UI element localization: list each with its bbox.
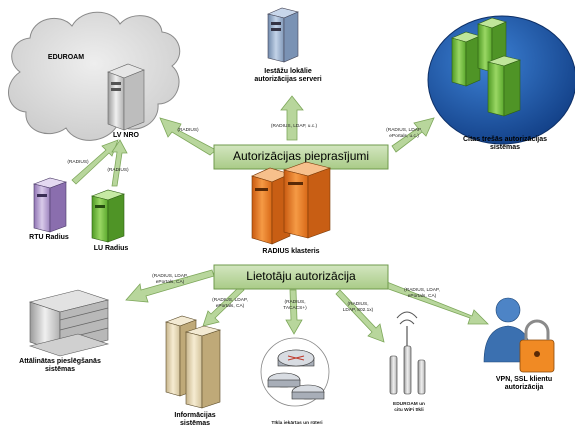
user-auth-banner-shape	[213, 264, 389, 290]
arrow-to-info	[202, 285, 245, 327]
auth-requests-banner: Autorizācijas pieprasījumi	[232, 149, 370, 163]
radius-cluster-icon	[251, 161, 332, 245]
protocol-to-vpn: (RADIUS, LDAP, ePortals, CA)	[404, 288, 440, 299]
arrow-lu-nro	[111, 139, 128, 187]
lv-nro-label: LV NRO	[113, 132, 139, 139]
protocol-to-third: (RADIUS, LDAP, ePortals, u.c.)	[386, 128, 422, 139]
third-party-servers-icon	[451, 17, 522, 117]
protocol-rtu-nro: (RADIUS)	[67, 160, 89, 165]
protocol-to-nro: (RADIUS)	[177, 128, 199, 133]
lu-radius-server-icon	[90, 189, 126, 243]
rack-server-icon	[28, 289, 110, 357]
rtu-radius-label: RTU Radius	[29, 234, 69, 241]
wifi-antennas-icon	[389, 311, 426, 395]
protocol-to-local: (RADIUS, LDAP, u.c.)	[270, 124, 318, 129]
lu-radius-label: LU Radius	[93, 245, 129, 252]
local-server-icon	[267, 7, 299, 63]
eduroam-label: EDUROAM	[47, 54, 85, 61]
eduroam-cloud	[8, 11, 181, 141]
arrow-to-network	[285, 289, 303, 335]
protocol-lu-nro: (RADIUS)	[107, 168, 129, 173]
routers-icon	[260, 337, 330, 407]
radius-cluster-label: RADIUS klasteris	[262, 248, 320, 255]
arrow-to-third	[391, 117, 435, 153]
protocol-to-attached: (RADIUS, LDAP, ePortals, CA)	[152, 274, 188, 285]
flow-arrows	[71, 95, 489, 343]
protocol-to-wifi: (RADIUS, LDAP, 802.1x)	[342, 302, 374, 313]
network-devices-label: Tīkla iekārtas un rūteri	[271, 421, 323, 426]
info-systems-icon	[165, 315, 222, 409]
arrow-to-wifi	[335, 289, 385, 343]
attached-systems-label: Attālinātas pieslēgšanās sistēmas	[19, 358, 101, 374]
protocol-to-network: (RADIUS, TACACS+)	[283, 300, 307, 311]
protocol-to-info: (RADIUS, LDAP, ePortals, CA)	[212, 298, 248, 309]
wifi-label: EDUROAM un citu WiFi tīkli	[393, 402, 425, 413]
local-server-label: Iestāžu lokālie autorizācijas serveri	[254, 68, 322, 84]
user-auth-banner: Lietotāju autorizācija	[246, 269, 356, 283]
arrow-to-vpn	[379, 279, 489, 325]
lv-nro-server-icon	[107, 63, 145, 131]
arrow-to-local	[280, 95, 304, 141]
arrow-to-attached	[125, 269, 215, 303]
rtu-radius-server-icon	[32, 177, 68, 233]
arrow-to-nro	[159, 117, 217, 156]
info-systems-label: Informācijas sistēmas	[174, 412, 216, 428]
third-party-label: Citas trešās autorizācijas sistēmas	[462, 136, 548, 152]
vpn-label: VPN, SSL klientu autorizācija	[495, 376, 553, 392]
vpn-user-lock-icon	[483, 297, 555, 373]
